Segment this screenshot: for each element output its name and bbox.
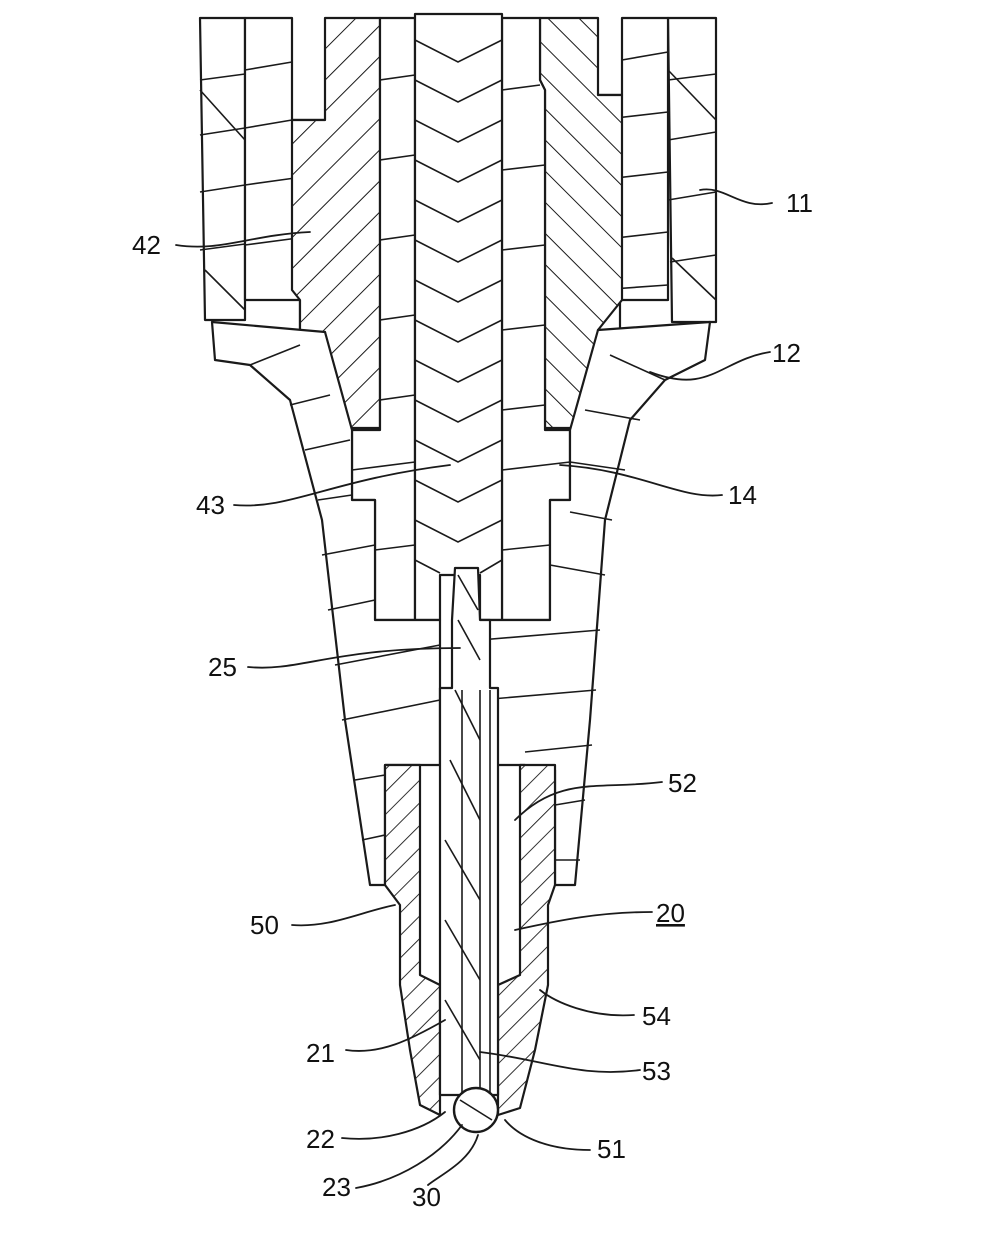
ref-25: 25 <box>208 652 237 682</box>
ref-22: 22 <box>306 1124 335 1154</box>
shaft-sleeves <box>350 16 572 622</box>
housing-11 <box>198 16 718 324</box>
ref-21: 21 <box>306 1038 335 1068</box>
tip-sleeve-50 <box>383 763 557 1117</box>
central-shaft-43 <box>413 12 504 622</box>
ref-53: 53 <box>642 1056 671 1086</box>
ref-51: 51 <box>597 1134 626 1164</box>
ref-30: 30 <box>412 1182 441 1212</box>
ref-42: 42 <box>132 230 161 260</box>
ref-20: 20 <box>656 898 685 928</box>
ball-30 <box>452 1086 500 1134</box>
ref-54: 54 <box>642 1001 671 1031</box>
leader-lines <box>175 188 773 1189</box>
reference-numerals: 11 12 14 20 21 22 23 25 30 42 43 50 51 5… <box>132 188 813 1212</box>
ref-50: 50 <box>250 910 279 940</box>
ref-11: 11 <box>786 188 813 218</box>
ref-14: 14 <box>728 480 757 510</box>
ref-12: 12 <box>772 338 801 368</box>
ref-52: 52 <box>668 768 697 798</box>
ref-23: 23 <box>322 1172 351 1202</box>
ref-43: 43 <box>196 490 225 520</box>
stylus-21 <box>438 566 500 1097</box>
